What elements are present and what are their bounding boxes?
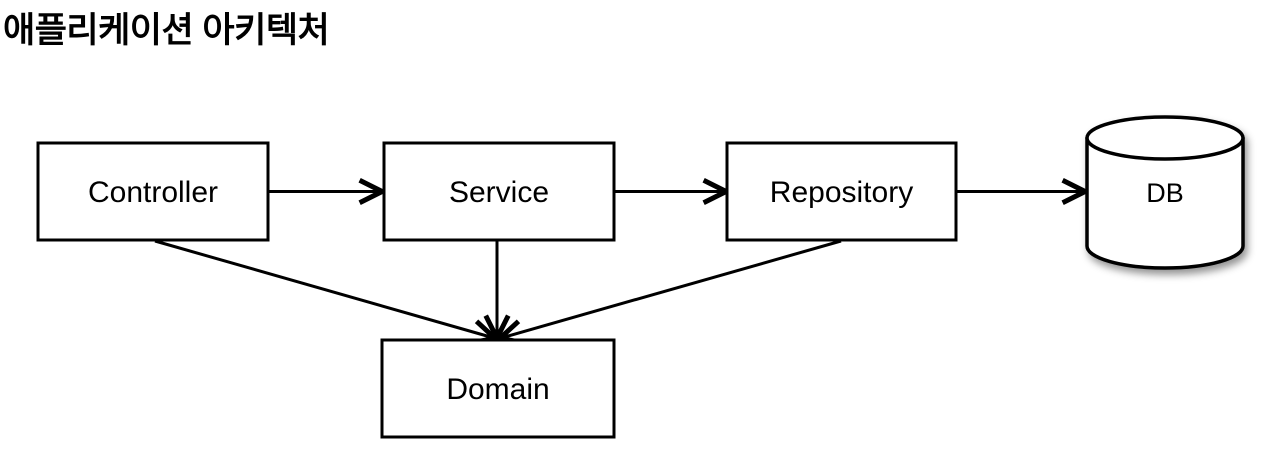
edge-controller-to-domain [154,239,494,338]
diagram-nodes [36,115,1245,439]
diagram-edges [154,192,1084,339]
db-top-ellipse [1085,115,1245,161]
node-repository[interactable] [725,141,958,242]
node-service[interactable] [382,141,616,242]
page-title: 애플리케이션 아키텍처 [3,11,330,50]
node-domain[interactable] [380,338,616,439]
node-controller[interactable] [36,141,270,242]
edge-repository-to-domain [501,239,842,338]
node-db[interactable] [1085,115,1245,270]
